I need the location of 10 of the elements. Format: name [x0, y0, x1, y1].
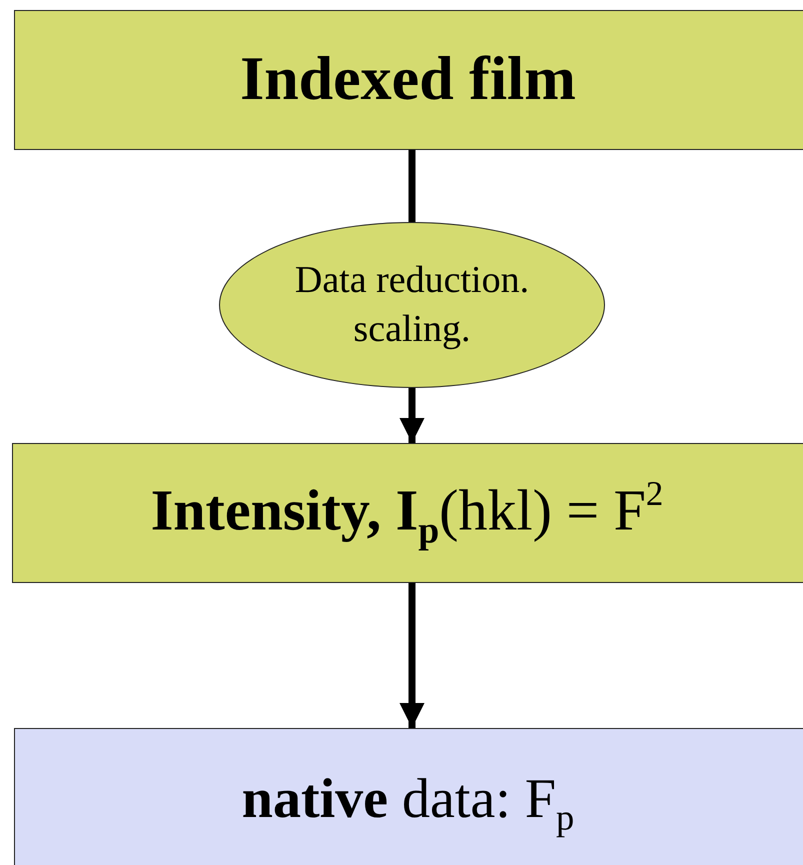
connector-line: [408, 150, 416, 222]
data-box: [14, 728, 803, 865]
data-box: [12, 443, 803, 583]
process-label: Data reduction. scaling.: [294, 258, 530, 352]
box-title: native data: F$_{p}$: [242, 766, 574, 840]
data-box: [14, 10, 803, 150]
box-title: Intensity, I$_{p}$(hkl) = F$^{2}$: [150, 474, 664, 552]
arrow: [399, 388, 425, 443]
box-title: Indexed film: [240, 44, 576, 116]
arrow: [399, 583, 425, 728]
